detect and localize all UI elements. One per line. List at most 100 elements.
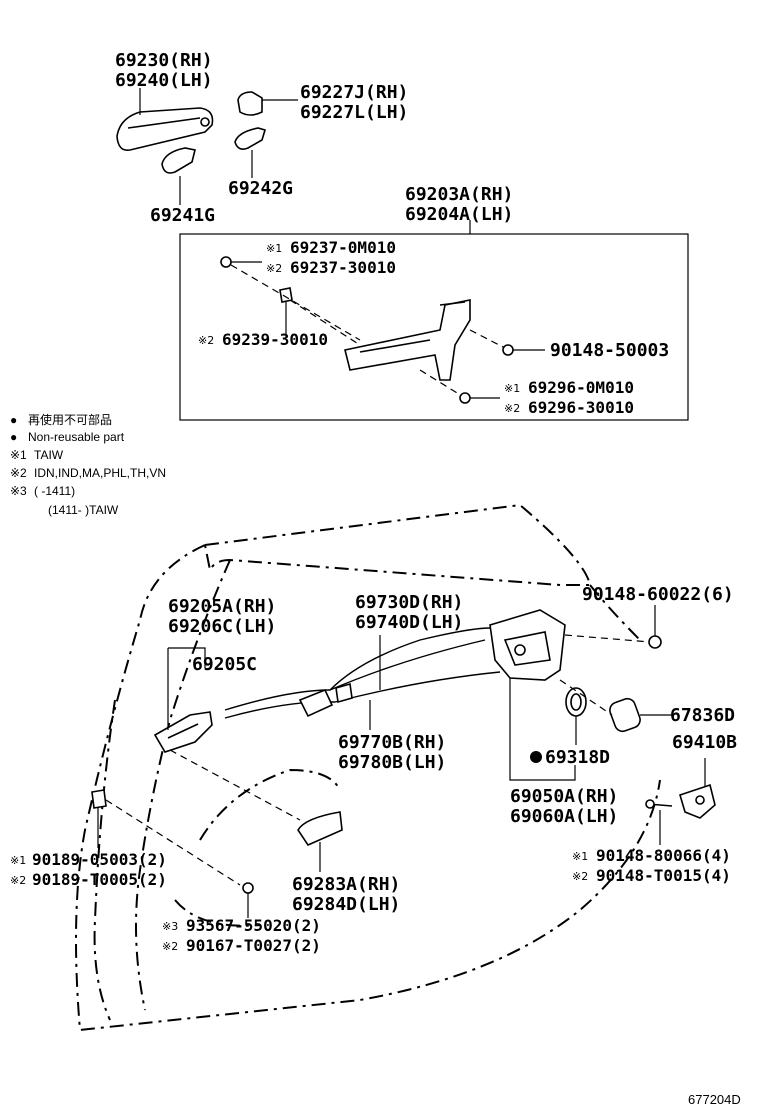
callout-93567-num2: 90167-T0027(2) bbox=[186, 936, 321, 955]
callout-93567-mark1: ※3 bbox=[162, 920, 178, 933]
callout-69283: 69283A(RH) 69284D(LH) bbox=[292, 874, 400, 915]
callout-90148c-mark1: ※1 bbox=[572, 850, 588, 863]
callout-69203-line2: 69204A(LH) bbox=[405, 204, 513, 225]
dash-69239 bbox=[289, 299, 361, 346]
screw-69296 bbox=[459, 392, 471, 404]
callout-90189: ※1 90189-05003(2) ※2 90189-T0005(2) bbox=[10, 850, 167, 889]
bolt-90148c bbox=[645, 799, 673, 809]
dash-inner-handle bbox=[169, 749, 301, 821]
callout-69770-line2: 69780B(LH) bbox=[338, 752, 446, 773]
callout-90148c-mark2: ※2 bbox=[572, 870, 588, 883]
callout-69283-line2: 69284D(LH) bbox=[292, 894, 400, 915]
callout-90189-mark2: ※2 bbox=[10, 874, 26, 887]
callout-69237-mark2: ※2 bbox=[266, 262, 282, 275]
callout-69239-num: 69239-30010 bbox=[222, 330, 328, 349]
door-outline bbox=[75, 503, 661, 1032]
assembly-box bbox=[179, 233, 689, 421]
handle-pad-rear bbox=[234, 127, 266, 150]
striker-69410 bbox=[679, 783, 716, 819]
callout-90148c-num1: 90148-80066(4) bbox=[596, 846, 731, 865]
legend-line1: 再使用不可部品 bbox=[28, 412, 112, 427]
callout-69318: 69318D bbox=[530, 747, 610, 768]
callout-69230-line2: 69240(LH) bbox=[115, 70, 213, 91]
callout-69242: 69242G bbox=[228, 178, 293, 199]
handle-cap bbox=[237, 91, 263, 116]
callout-69050: 69050A(RH) 69060A(LH) bbox=[510, 786, 618, 827]
callout-90148c: ※1 90148-80066(4) ※2 90148-T0015(4) bbox=[572, 846, 731, 885]
inner-handle bbox=[153, 711, 213, 753]
leader-69205a-b bbox=[168, 647, 206, 668]
handle-bezel-69283 bbox=[297, 811, 343, 847]
callout-69296: ※1 69296-0M010 ※2 69296-30010 bbox=[504, 378, 634, 417]
callout-69227-line2: 69227L(LH) bbox=[300, 102, 408, 123]
dash-69296 bbox=[419, 369, 463, 397]
callout-93567-num1: 93567-55020(2) bbox=[186, 916, 321, 935]
callout-69318-num: 69318D bbox=[545, 747, 610, 768]
grommet-69318 bbox=[565, 687, 587, 717]
callout-69283-line1: 69283A(RH) bbox=[292, 874, 400, 895]
lock-cables bbox=[224, 627, 501, 719]
outer-handle bbox=[116, 107, 214, 152]
callout-90189-num1: 90189-05003(2) bbox=[32, 850, 167, 869]
callout-69296-num2: 69296-30010 bbox=[528, 398, 634, 417]
door-lock-assembly bbox=[489, 609, 566, 681]
clip-90189 bbox=[91, 789, 107, 809]
callout-93567-mark2: ※2 bbox=[162, 940, 178, 953]
legend-note3-text-a: ( -1411) bbox=[34, 484, 75, 498]
bolt-90148a bbox=[502, 344, 514, 356]
callout-67836: 67836D bbox=[670, 705, 735, 726]
callout-69227-line1: 69227J(RH) bbox=[300, 82, 408, 103]
callout-90148a: 90148-50003 bbox=[550, 340, 669, 361]
screw-93567 bbox=[242, 882, 254, 894]
bracket-69050 bbox=[509, 678, 576, 781]
callout-93567: ※3 93567-55020(2) ※2 90167-T0027(2) bbox=[162, 916, 321, 955]
bolt-90148b bbox=[648, 635, 662, 649]
legend-bullet-1: ● bbox=[10, 413, 17, 427]
legend-line2: Non-reusable part bbox=[28, 430, 125, 444]
dash-69237 bbox=[230, 264, 361, 341]
callout-69050-line1: 69050A(RH) bbox=[510, 786, 618, 807]
legend-note2-text: IDN,IND,MA,PHL,TH,VN bbox=[34, 466, 166, 480]
callout-69205a-line1: 69205A(RH) bbox=[168, 596, 276, 617]
dash-90148b bbox=[564, 634, 651, 643]
callout-90189-mark1: ※1 bbox=[10, 854, 26, 867]
legend: ● 再使用不可部品 ● Non-reusable part ※1 TAIW ※2… bbox=[10, 412, 166, 517]
callout-90148c-num2: 90148-T0015(4) bbox=[596, 866, 731, 885]
handle-pad-front bbox=[161, 147, 196, 174]
callout-69230-line1: 69230(RH) bbox=[115, 50, 213, 71]
handle-frame bbox=[344, 299, 471, 381]
callout-69203: 69203A(RH) 69204A(LH) bbox=[405, 184, 513, 225]
screw-69237 bbox=[220, 256, 232, 268]
legend-note3-mark: ※3 bbox=[10, 484, 27, 498]
legend-note2-mark: ※2 bbox=[10, 466, 27, 480]
callout-69730-line2: 69740D(LH) bbox=[355, 612, 463, 633]
callout-69230: 69230(RH) 69240(LH) bbox=[115, 50, 213, 91]
callout-69205c: 69205C bbox=[192, 654, 257, 675]
callout-69410: 69410B bbox=[672, 732, 737, 753]
callout-69239: ※2 69239-30010 bbox=[198, 330, 328, 349]
callout-69205a: 69205A(RH) 69206C(LH) bbox=[168, 596, 276, 637]
diagram-code: 677204D bbox=[688, 1092, 741, 1107]
legend-note1-mark: ※1 bbox=[10, 448, 27, 462]
callout-90148b: 90148-60022(6) bbox=[582, 584, 734, 605]
callout-69770: 69770B(RH) 69780B(LH) bbox=[338, 732, 446, 773]
callout-69296-mark2: ※2 bbox=[504, 402, 520, 415]
callout-69730: 69730D(RH) 69740D(LH) bbox=[355, 592, 463, 633]
callout-69205a-line2: 69206C(LH) bbox=[168, 616, 276, 637]
legend-note1-text: TAIW bbox=[34, 448, 64, 462]
callout-69237-num2: 69237-30010 bbox=[290, 258, 396, 277]
callout-69239-mark: ※2 bbox=[198, 334, 214, 347]
callout-69241: 69241G bbox=[150, 205, 215, 226]
callout-69237: ※1 69237-0M010 ※2 69237-30010 bbox=[266, 238, 396, 277]
non-reusable-bullet-icon bbox=[530, 751, 542, 763]
callout-69203-line1: 69203A(RH) bbox=[405, 184, 513, 205]
dash-90189 bbox=[105, 799, 241, 886]
callout-90189-num2: 90189-T0005(2) bbox=[32, 870, 167, 889]
callout-69050-line2: 69060A(LH) bbox=[510, 806, 618, 827]
callout-69296-num1: 69296-0M010 bbox=[528, 378, 634, 397]
cover-67836 bbox=[609, 697, 641, 733]
callout-69770-line1: 69770B(RH) bbox=[338, 732, 446, 753]
callout-69237-num1: 69237-0M010 bbox=[290, 238, 396, 257]
callout-69237-mark1: ※1 bbox=[266, 242, 282, 255]
